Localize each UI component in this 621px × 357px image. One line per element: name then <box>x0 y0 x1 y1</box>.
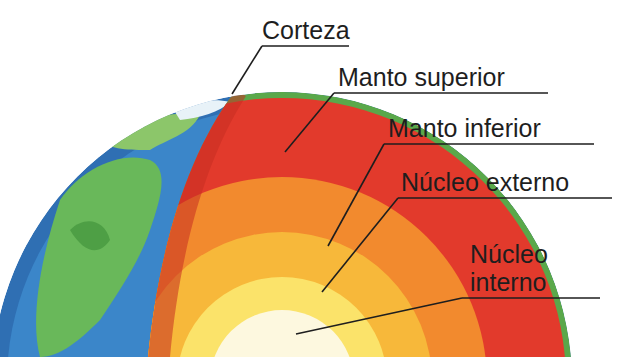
layer-label: Manto inferior <box>388 114 541 142</box>
layer-label: Núcleo externo <box>401 168 569 196</box>
layer-label: Corteza <box>262 16 350 44</box>
leader-lines <box>232 46 612 334</box>
layer-label: Núcleo interno <box>470 240 580 296</box>
layer-label: Manto superior <box>338 63 505 91</box>
globe <box>0 90 572 357</box>
